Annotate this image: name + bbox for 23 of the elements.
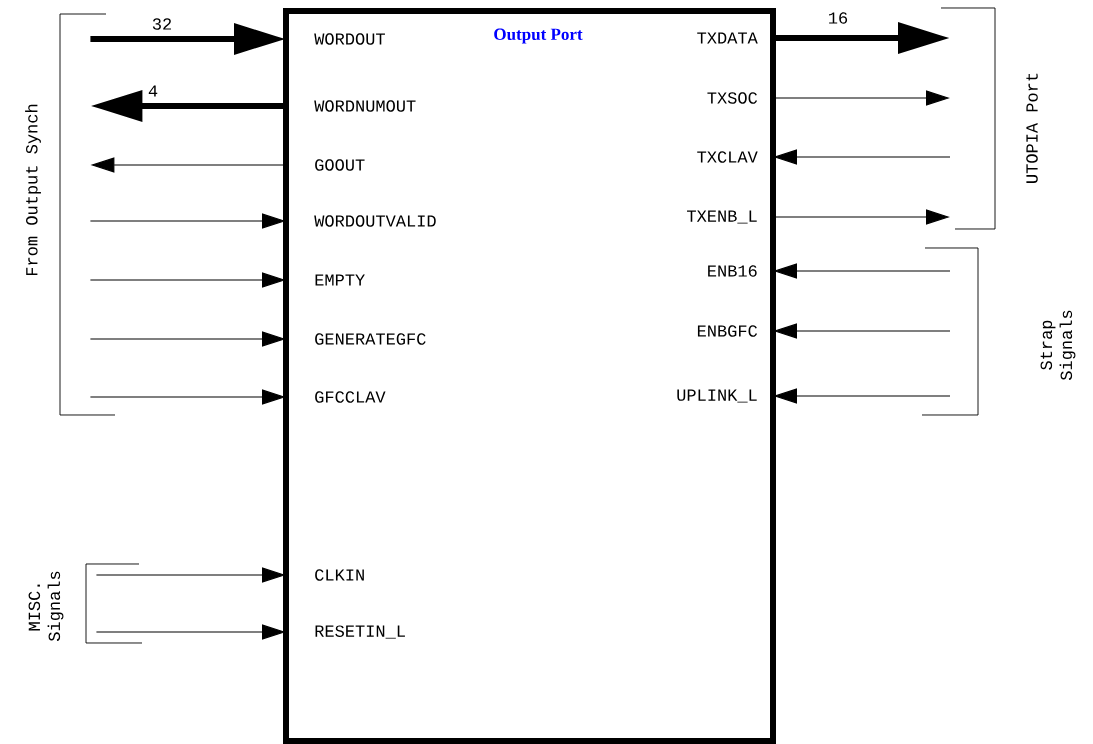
edge-label: 4 [146, 84, 160, 98]
pin-label: GFCCLAV [315, 391, 386, 403]
bracket: UTOPIA Port [940, 7, 1038, 230]
pin-label: UPLINK_L [677, 389, 757, 403]
pin-label: WORDOUTVALID [314, 215, 436, 227]
pin-label: TXDATA [697, 32, 758, 44]
pin-label: WORDNUMOUT [314, 100, 416, 112]
bracket: MISC. Signals [28, 563, 143, 644]
pin-label: RESETIN_L [315, 625, 405, 639]
pin-label: ENBGFC [697, 325, 758, 337]
pin-label: TXCLAV [697, 151, 758, 163]
pin-label: TXENB_L [687, 210, 757, 224]
bracket: From Output Synch [25, 13, 116, 416]
pin-label: ENB16 [708, 265, 757, 277]
pin-label: CLKIN [315, 569, 364, 581]
edge-label: 32 [150, 17, 174, 31]
pin-label: EMPTY [315, 274, 365, 286]
edge-label: 16 [826, 11, 850, 25]
pin-label: GOOUT [315, 159, 365, 171]
pin-label: WORDOUT [314, 33, 385, 45]
pin-label: TXSOC [707, 92, 758, 104]
bracket: Strap Signals [921, 247, 1076, 416]
pin-label: GENERATEGFC [315, 333, 426, 345]
